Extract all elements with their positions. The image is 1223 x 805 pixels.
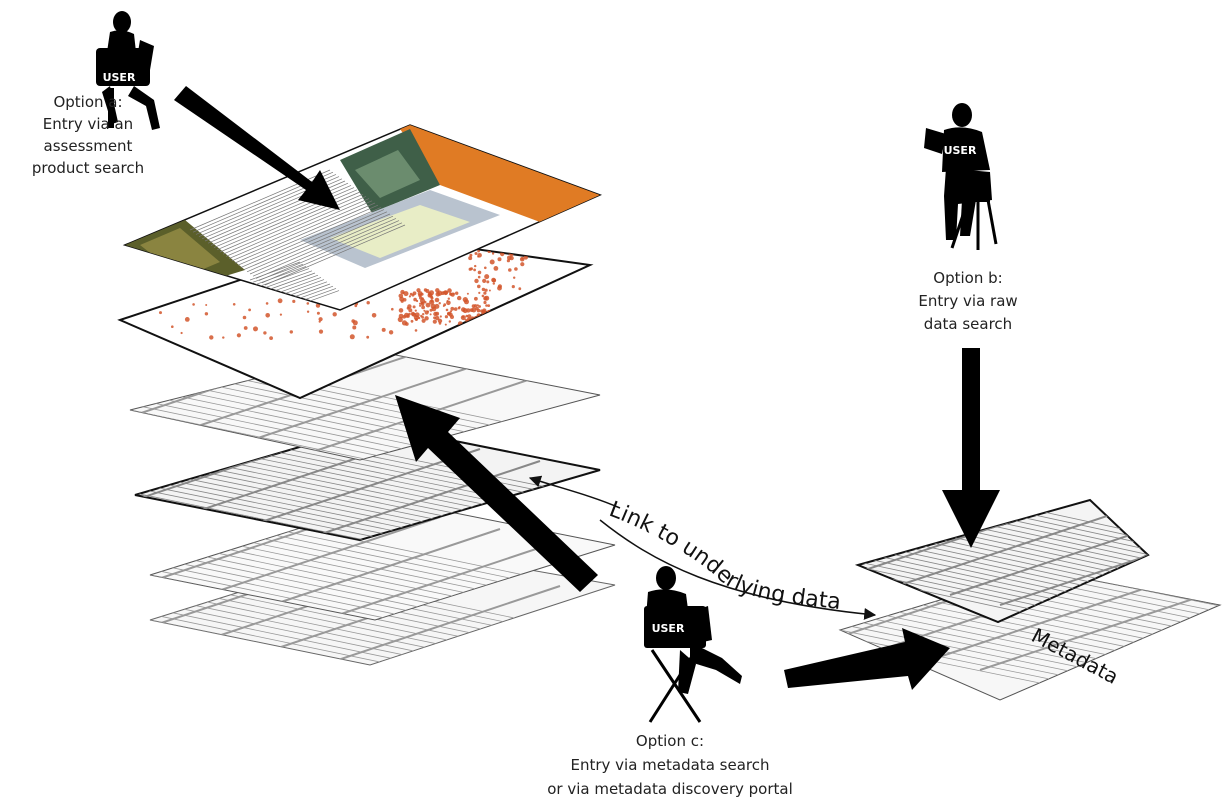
arrow-option-c-to-stack <box>395 395 598 592</box>
arrow-option-c-to-metadata <box>784 628 950 690</box>
option-b-line-1: Option b: <box>933 269 1002 287</box>
link-label: Link to underlying data <box>606 497 842 615</box>
option-a-line-2: Entry via an <box>43 115 133 133</box>
scatter-map-layer <box>117 233 594 400</box>
option-b-line-3: data search <box>924 315 1012 333</box>
option-c-caption: Option c: Entry via metadata search or v… <box>547 732 793 798</box>
arrow-option-a <box>174 86 340 210</box>
user-a-label: USER <box>103 71 136 84</box>
link-label-text: Link to underlying data <box>606 497 842 615</box>
arrow-option-b <box>942 348 1000 548</box>
user-c-silhouette-icon <box>644 566 742 723</box>
option-c-line-3: or via metadata discovery portal <box>547 780 793 798</box>
link-arrow-to-stack <box>528 475 621 509</box>
option-a-line-4: product search <box>32 159 144 177</box>
link-arrow-to-metadata <box>599 519 877 620</box>
user-b-label: USER <box>944 144 977 157</box>
user-a-silhouette-icon <box>96 11 160 130</box>
assessment-product-layer <box>122 124 602 311</box>
option-b-line-2: Entry via raw <box>918 292 1017 310</box>
option-a-line-1: Option a: <box>53 93 122 111</box>
user-b-silhouette-icon <box>924 103 998 250</box>
option-c-line-2: Entry via metadata search <box>571 756 770 774</box>
option-a-line-3: assessment <box>44 137 133 155</box>
product-banner <box>400 125 600 222</box>
option-a-caption: Option a: Entry via an assessment produc… <box>32 93 144 177</box>
user-c-label: USER <box>652 622 685 635</box>
option-b-caption: Option b: Entry via raw data search <box>918 269 1017 333</box>
option-c-line-1: Option c: <box>636 732 704 750</box>
